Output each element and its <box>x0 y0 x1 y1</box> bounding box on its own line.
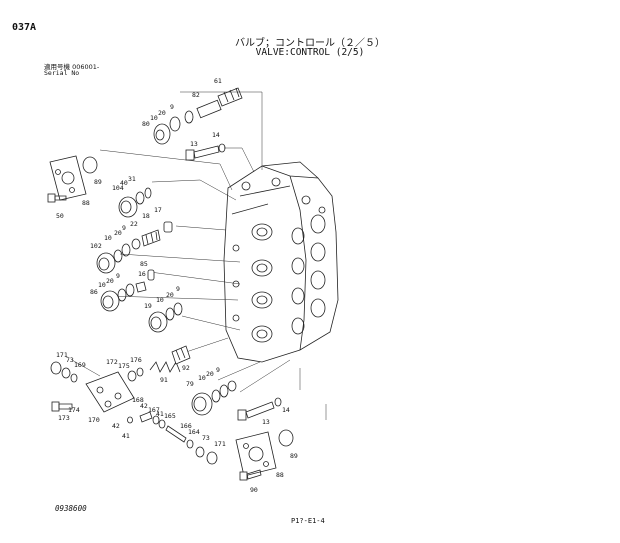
callout-label: 20 <box>106 277 114 285</box>
callout-label: 17 <box>154 206 162 214</box>
callout-label: 89 <box>94 178 102 186</box>
cover-plate-left <box>47 155 98 203</box>
callout-label: 79 <box>186 380 194 388</box>
cover-plate-right <box>235 429 294 481</box>
plug-104 <box>118 187 152 218</box>
spring-91 <box>149 345 191 373</box>
callout-label: 16 <box>138 270 146 278</box>
callout-label: 104 <box>112 184 124 192</box>
callout-label: 174 <box>68 406 80 414</box>
callout-label: 88 <box>276 471 284 479</box>
serial-range-label: 適用号機 006001- <box>44 63 100 71</box>
bolt-13 <box>185 143 226 161</box>
callout-label: 50 <box>56 212 64 220</box>
callout-label: 13 <box>190 140 198 148</box>
callout-label: 175 <box>118 362 130 370</box>
callout-label: 166 <box>180 422 192 430</box>
small-parts-cluster <box>127 411 218 465</box>
callout-label: 169 <box>74 361 86 369</box>
callout-label: 88 <box>82 199 90 207</box>
top-plug-assembly <box>153 87 243 145</box>
page-title: VALVE:CONTROL (2/5) <box>255 47 365 58</box>
callout-label: 164 <box>188 428 200 436</box>
callout-label: 92 <box>182 364 190 372</box>
callout-label: 173 <box>58 414 70 422</box>
title-japanese: バルブ；コントロール（２／５） <box>235 38 385 49</box>
callout-label: 40 <box>120 179 128 187</box>
callout-label: 165 <box>164 412 176 420</box>
callout-label: 10 <box>104 234 112 242</box>
plug-86-assembly <box>100 269 155 312</box>
valve-block-170 <box>50 361 144 413</box>
callout-label: 31 <box>128 175 136 183</box>
callout-label: 9 <box>216 366 220 374</box>
callout-label: 91 <box>160 376 168 384</box>
callout-label: 22 <box>130 220 138 228</box>
callout-label: 19 <box>144 302 152 310</box>
callout-label: 90 <box>250 486 258 494</box>
callout-label: 172 <box>106 358 118 366</box>
drawing-number: 0938600 <box>55 504 87 513</box>
callout-label: 80 <box>142 120 150 128</box>
callout-label: 73 <box>66 356 74 364</box>
callout-label: 9 <box>116 272 120 280</box>
callout-label: 10 <box>98 281 106 289</box>
callout-label: 102 <box>90 242 102 250</box>
callout-label: 20 <box>206 370 214 378</box>
page-reference: P1?-E1-4 <box>291 517 325 525</box>
callout-label: 89 <box>290 452 298 460</box>
callout-label: 20 <box>114 229 122 237</box>
plug-19-assembly <box>148 302 183 333</box>
callout-label: 9 <box>170 103 174 111</box>
callout-label: 20 <box>166 291 174 299</box>
callout-label: 20 <box>158 109 166 117</box>
callout-label: 42 <box>112 422 120 430</box>
callout-label: 171 <box>214 440 226 448</box>
callout-label: 41 <box>122 432 130 440</box>
callout-label: 171 <box>56 351 68 359</box>
callout-label: 14 <box>282 406 290 414</box>
plug-79-assembly <box>191 380 237 416</box>
callout-labels: 61 82 9 20 10 80 13 14 89 31 40 104 88 5… <box>56 77 298 494</box>
callout-label: 61 <box>214 77 222 85</box>
valve-body <box>223 161 339 363</box>
callout-label: 10 <box>198 374 206 382</box>
callout-label: 168 <box>132 396 144 404</box>
callout-label: 10 <box>150 114 158 122</box>
callout-label: 170 <box>88 416 100 424</box>
serial-no-label: Serial No <box>44 69 80 77</box>
callout-label: 42 <box>140 402 148 410</box>
callout-label: 18 <box>142 212 150 220</box>
callout-label: 10 <box>156 296 164 304</box>
plug-102-assembly <box>96 221 173 274</box>
callout-label: 9 <box>176 285 180 293</box>
callout-label: 9 <box>122 224 126 232</box>
callout-label: 41 <box>156 410 164 418</box>
callout-label: 86 <box>90 288 98 296</box>
callout-label: 85 <box>140 260 148 268</box>
callout-label: 82 <box>192 91 200 99</box>
callout-label: 14 <box>212 131 220 139</box>
callout-label: 73 <box>202 434 210 442</box>
page-code: 037A <box>12 22 37 33</box>
callout-label: 167 <box>148 406 160 414</box>
callout-label: 13 <box>262 418 270 426</box>
bolt-13-lower <box>237 397 282 421</box>
callout-label: 176 <box>130 356 142 364</box>
assembly-lines <box>71 91 327 420</box>
